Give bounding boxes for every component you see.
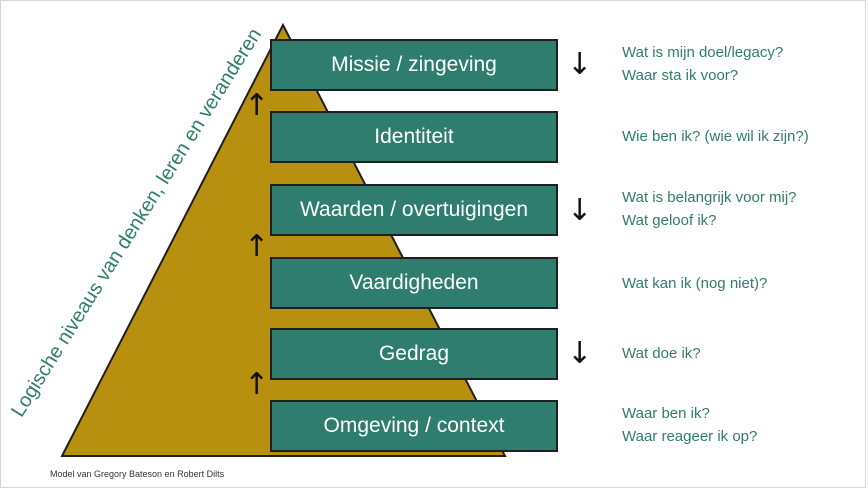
level-missie: Missie / zingeving — [270, 39, 558, 91]
up-arrow-icon: ↑ — [244, 229, 270, 264]
question-text: Waar reageer ik op? — [622, 428, 758, 445]
question-text: Wat geloof ik? — [622, 212, 717, 229]
questions-identiteit: Wie ben ik? (wie wil ik zijn?) — [622, 125, 809, 148]
up-arrow-icon: ↑ — [244, 367, 270, 402]
question-text: Waar ben ik? — [622, 405, 710, 422]
questions-vaardigheden: Wat kan ik (nog niet)? — [622, 272, 767, 295]
question-text: Wat is belangrijk voor mij? — [622, 189, 797, 206]
questions-gedrag: Wat doe ik? — [622, 342, 701, 365]
down-arrow-icon: ↓ — [567, 193, 593, 228]
question-text: Wat doe ik? — [622, 345, 701, 362]
question-text: Wie ben ik? (wie wil ik zijn?) — [622, 128, 809, 145]
questions-waarden: Wat is belangrijk voor mij? Wat geloof i… — [622, 186, 797, 232]
question-text: Waar sta ik voor? — [622, 67, 739, 84]
down-arrow-icon: ↓ — [567, 336, 593, 371]
footnote: Model van Gregory Bateson en Robert Dilt… — [50, 469, 225, 479]
level-vaardigheden: Vaardigheden — [270, 257, 558, 309]
up-arrow-icon: ↑ — [244, 88, 270, 123]
level-omgeving: Omgeving / context — [270, 400, 558, 452]
questions-missie: Wat is mijn doel/legacy? Waar sta ik voo… — [622, 41, 783, 87]
level-gedrag: Gedrag — [270, 328, 558, 380]
level-identiteit: Identiteit — [270, 111, 558, 163]
down-arrow-icon: ↓ — [567, 47, 593, 82]
question-text: Wat is mijn doel/legacy? — [622, 44, 784, 61]
question-text: Wat kan ik (nog niet)? — [622, 275, 768, 292]
questions-omgeving: Waar ben ik? Waar reageer ik op? — [622, 402, 757, 448]
level-waarden: Waarden / overtuigingen — [270, 184, 558, 236]
